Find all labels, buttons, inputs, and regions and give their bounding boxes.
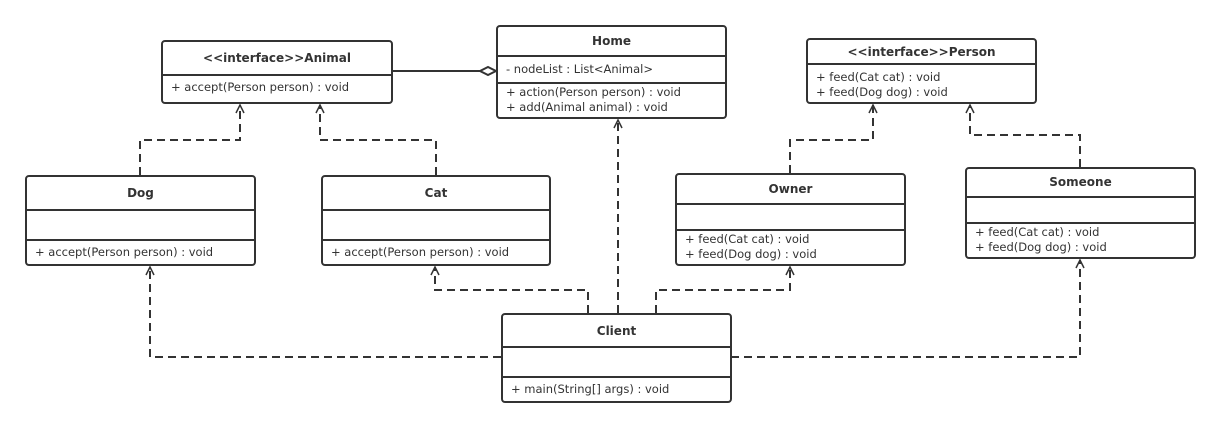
class-cat[interactable]: Cat + accept(Person person) : void bbox=[321, 175, 551, 266]
attributes bbox=[503, 348, 730, 378]
realization-dog-animal bbox=[139, 105, 240, 175]
methods: + accept(Person person) : void bbox=[163, 76, 391, 102]
methods: + accept(Person person) : void bbox=[323, 241, 549, 264]
realization-owner-person bbox=[789, 105, 873, 173]
method: + main(String[] args) : void bbox=[511, 382, 670, 396]
method: + accept(Person person) : void bbox=[331, 245, 510, 259]
attributes bbox=[677, 205, 904, 231]
attributes bbox=[967, 198, 1194, 224]
method: + feed(Dog dog) : void bbox=[975, 240, 1107, 254]
attributes: - nodeList : List<Animal> bbox=[498, 57, 725, 84]
methods: + action(Person person) : void+ add(Anim… bbox=[498, 84, 725, 117]
class-name: Someone bbox=[967, 169, 1194, 198]
dependency-client-cat bbox=[435, 267, 589, 313]
realization-cat-animal bbox=[320, 105, 437, 175]
class-name: Owner bbox=[677, 175, 904, 206]
method: + accept(Person person) : void bbox=[171, 80, 350, 94]
class-client[interactable]: Client + main(String[] args) : void bbox=[501, 313, 732, 403]
realization-someone-person bbox=[970, 105, 1081, 167]
class-dog[interactable]: Dog + accept(Person person) : void bbox=[25, 175, 256, 266]
method: + feed(Dog dog) : void bbox=[816, 85, 948, 99]
class-person[interactable]: <<interface>>Person + feed(Cat cat) : vo… bbox=[806, 38, 1037, 104]
class-animal[interactable]: <<interface>>Animal + accept(Person pers… bbox=[161, 40, 393, 104]
methods: + main(String[] args) : void bbox=[503, 378, 730, 401]
aggregation-diamond bbox=[477, 65, 499, 77]
class-name: <<interface>>Person bbox=[808, 40, 1035, 65]
method: + feed(Cat cat) : void bbox=[816, 70, 941, 84]
dependency-client-someone bbox=[731, 260, 1080, 358]
attributes bbox=[27, 211, 254, 241]
attribute: - nodeList : List<Animal> bbox=[506, 62, 653, 77]
methods: + feed(Cat cat) : void+ feed(Dog dog) : … bbox=[967, 224, 1194, 257]
class-owner[interactable]: Owner + feed(Cat cat) : void+ feed(Dog d… bbox=[675, 173, 906, 266]
class-name: <<interface>>Animal bbox=[163, 42, 391, 76]
method: + add(Animal animal) : void bbox=[506, 100, 668, 114]
class-name: Client bbox=[503, 315, 730, 348]
methods: + feed(Cat cat) : void+ feed(Dog dog) : … bbox=[808, 65, 1035, 102]
class-someone[interactable]: Someone + feed(Cat cat) : void+ feed(Dog… bbox=[965, 167, 1196, 259]
class-name: Home bbox=[498, 27, 725, 58]
method: + accept(Person person) : void bbox=[35, 245, 214, 259]
method: + feed(Cat cat) : void bbox=[975, 225, 1100, 239]
class-name: Cat bbox=[323, 177, 549, 211]
methods: + accept(Person person) : void bbox=[27, 241, 254, 264]
method: + feed(Dog dog) : void bbox=[685, 247, 817, 261]
attributes bbox=[323, 211, 549, 241]
class-home[interactable]: Home - nodeList : List<Animal> + action(… bbox=[496, 25, 727, 119]
method: + action(Person person) : void bbox=[506, 85, 681, 99]
dependency-client-owner bbox=[655, 267, 790, 313]
class-name: Dog bbox=[27, 177, 254, 211]
methods: + feed(Cat cat) : void+ feed(Dog dog) : … bbox=[677, 231, 904, 264]
method: + feed(Cat cat) : void bbox=[685, 232, 810, 246]
dependency-client-dog bbox=[150, 267, 501, 358]
